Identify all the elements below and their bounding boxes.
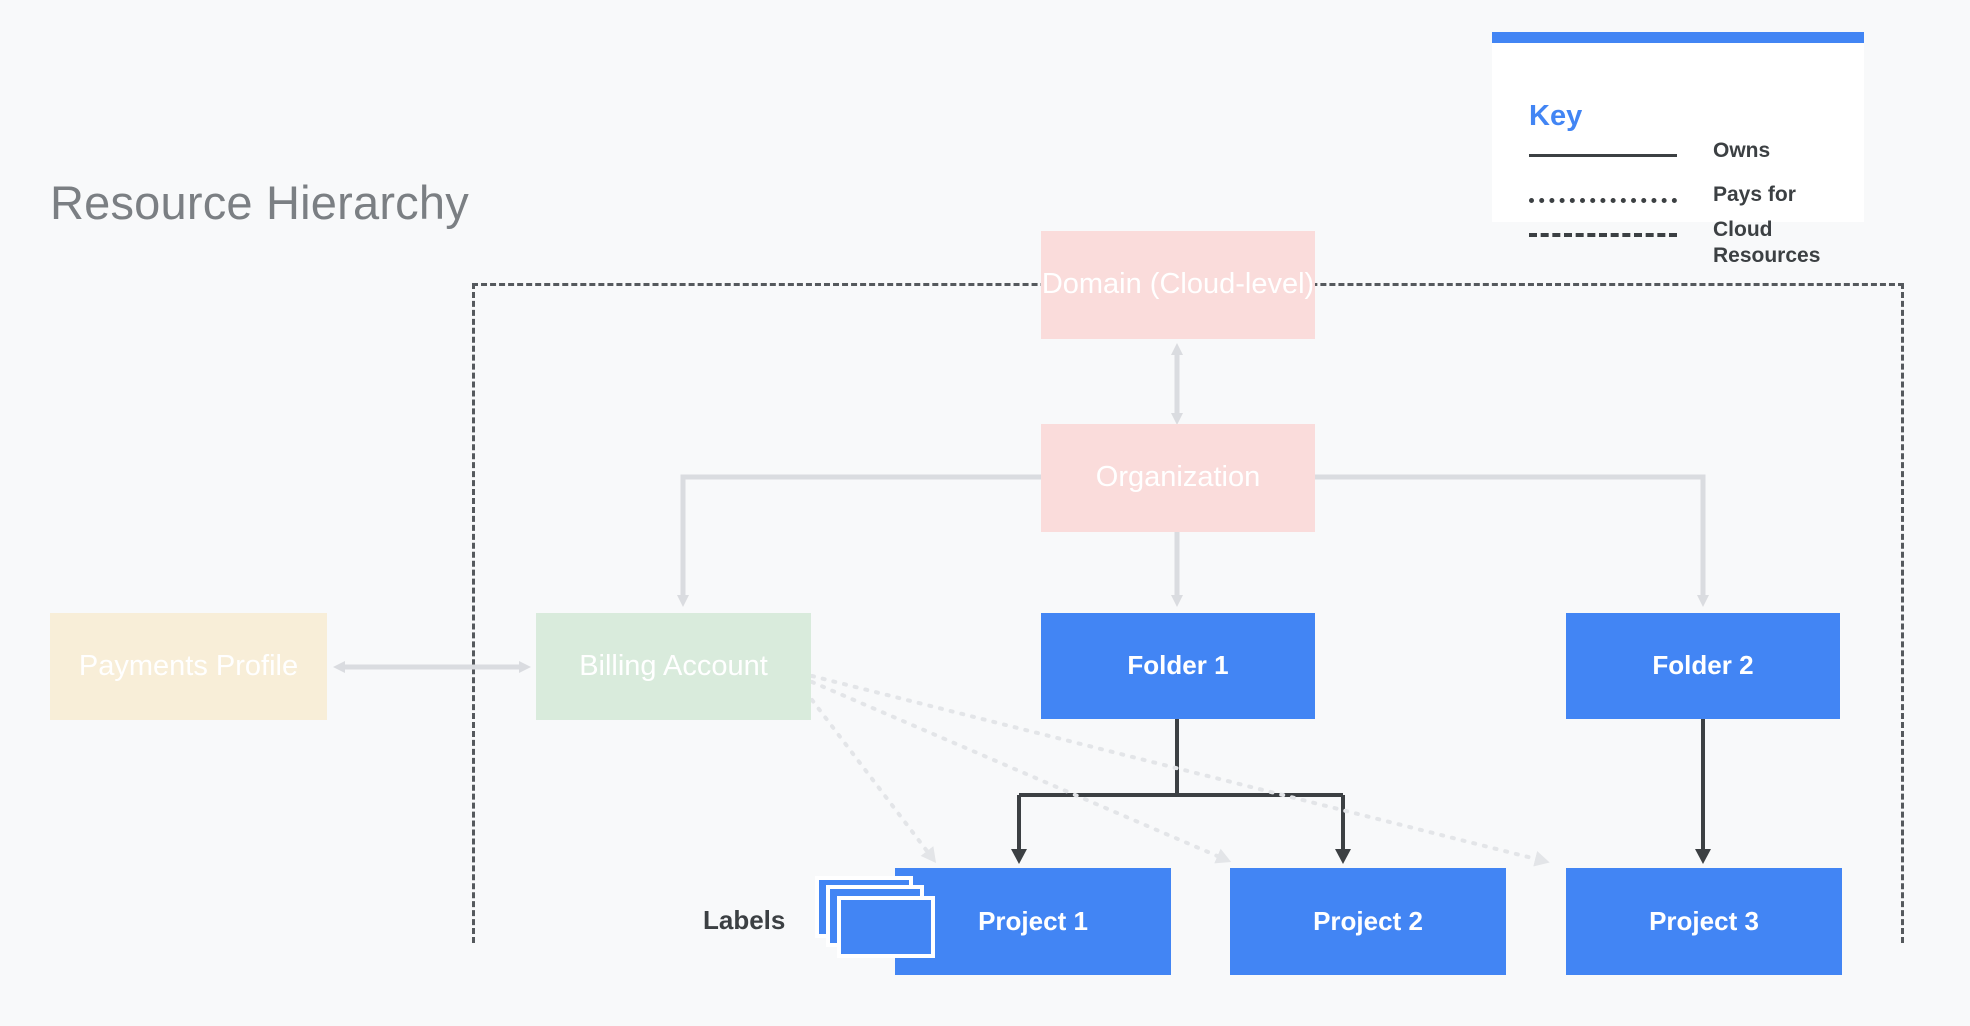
node-label: Billing Account [579, 649, 768, 682]
node-label: Payments Profile [78, 649, 299, 682]
node-label: Project 3 [1649, 905, 1759, 936]
solid-line-icon [1529, 138, 1679, 172]
node-label: Folder 2 [1652, 650, 1754, 681]
dotted-line-icon [1529, 182, 1679, 216]
stacked-cards-icon [815, 876, 945, 962]
legend-item-owns: Owns [1529, 138, 1859, 178]
node-label: Organization [1095, 461, 1261, 494]
node-label: Folder 1 [1127, 650, 1229, 681]
legend-item-label: Pays for [1713, 183, 1796, 206]
node-label: Project 2 [1313, 905, 1423, 936]
node-payments-profile[interactable]: Payments Profile [50, 613, 327, 720]
legend-item-pays-for: Pays for [1529, 182, 1859, 222]
node-label: Project 1 [978, 905, 1088, 936]
legend-title: Key [1529, 100, 1583, 132]
node-label: Domain (Cloud-level) [1041, 268, 1315, 301]
dashed-line-icon [1529, 217, 1679, 251]
labels-annotation-text: Labels [703, 905, 786, 935]
legend-panel: Key Owns Pays for Cloud Resources [1492, 32, 1864, 267]
legend-item-label: Owns [1713, 139, 1771, 162]
node-project-1[interactable]: Project 1 [895, 868, 1171, 975]
node-folder-1[interactable]: Folder 1 [1041, 613, 1315, 719]
node-billing-account[interactable]: Billing Account [536, 613, 811, 720]
legend-accent-bar [1492, 32, 1864, 43]
legend-item-cloud-resources: Cloud Resources [1529, 217, 1859, 267]
legend-item-label: Cloud Resources [1713, 218, 1821, 267]
node-project-2[interactable]: Project 2 [1230, 868, 1506, 975]
node-organization[interactable]: Organization [1041, 424, 1315, 532]
node-domain[interactable]: Domain (Cloud-level) [1041, 231, 1315, 339]
node-project-3[interactable]: Project 3 [1566, 868, 1842, 975]
node-folder-2[interactable]: Folder 2 [1566, 613, 1840, 719]
stacked-card-front [837, 896, 935, 958]
page-title: Resource Hierarchy [50, 176, 469, 229]
